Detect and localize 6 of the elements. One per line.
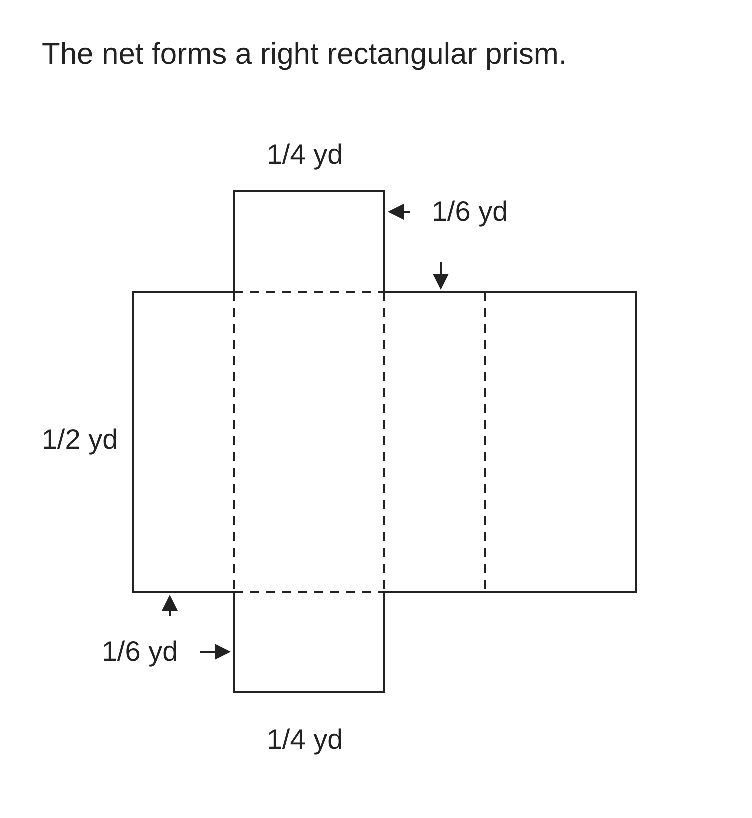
dimension-label: 1/6 yd	[102, 636, 178, 668]
dimension-label: 1/4 yd	[266, 139, 344, 171]
dimension-label: 1/6 yd	[432, 196, 508, 228]
dimension-label: 1/2 yd	[42, 424, 118, 456]
dimension-label: 1/4 yd	[266, 724, 344, 756]
title: The net forms a right rectangular prism.	[42, 38, 568, 72]
